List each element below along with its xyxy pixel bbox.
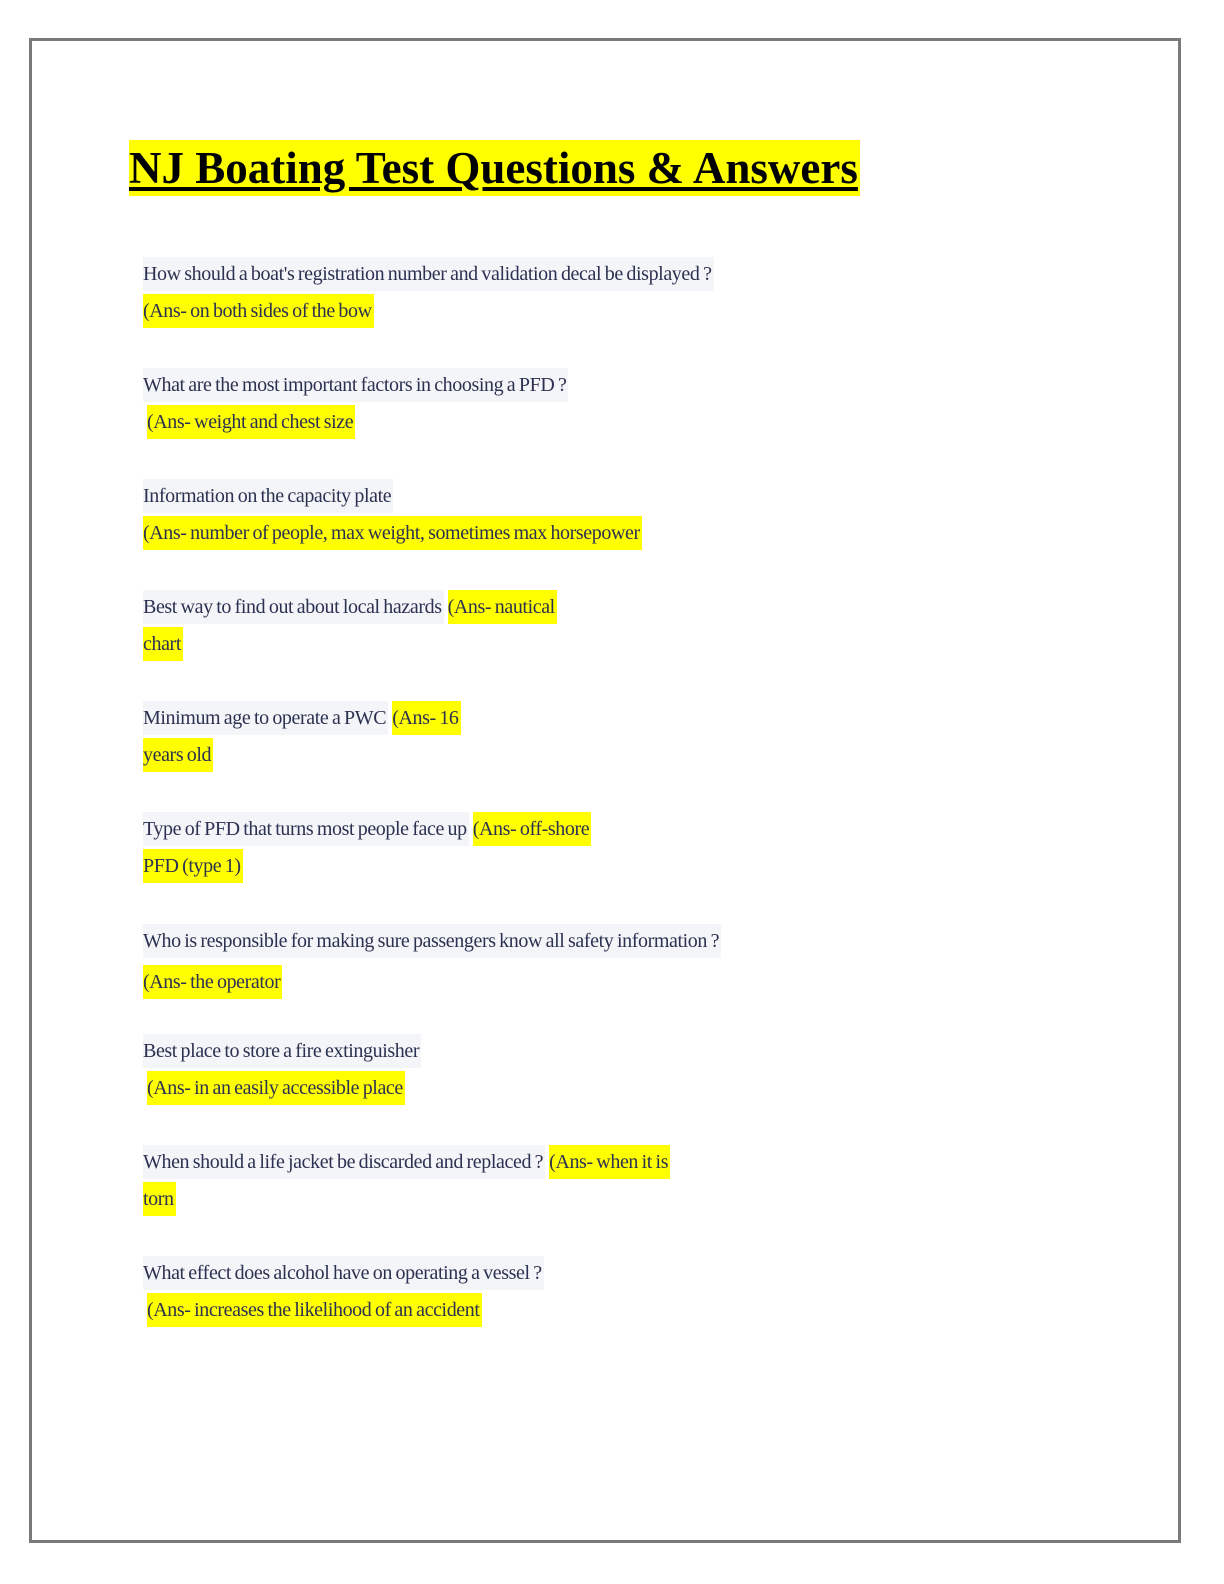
qa-item-1: How should a boat's registration number …: [143, 257, 714, 331]
qa-item-5: Minimum age to operate a PWC(Ans- 16 yea…: [143, 701, 461, 775]
answer-text: (Ans- on both sides of the bow: [143, 294, 374, 328]
qa-item-9: When should a life jacket be discarded a…: [143, 1145, 671, 1219]
qa-item-10: What effect does alcohol have on operati…: [143, 1256, 544, 1330]
question-text: Best place to store a fire extinguisher: [143, 1034, 422, 1068]
answer-text: (Ans- nautical: [447, 590, 557, 624]
question-text: Type of PFD that turns most people face …: [143, 812, 469, 846]
document-title: NJ Boating Test Questions & Answers: [129, 140, 860, 196]
answer-text: (Ans- weight and chest size: [147, 405, 356, 439]
question-text: What are the most important factors in c…: [143, 368, 569, 402]
answer-text: (Ans- off-shore: [472, 812, 592, 846]
answer-text: (Ans- the operator: [143, 965, 283, 999]
question-text: How should a boat's registration number …: [143, 257, 714, 291]
qa-item-2: What are the most important factors in c…: [143, 368, 569, 442]
qa-item-4: Best way to find out about local hazards…: [143, 590, 557, 664]
question-text: Who is responsible for making sure passe…: [143, 924, 722, 958]
qa-item-3: Information on the capacity plate (Ans- …: [143, 479, 642, 553]
answer-text: (Ans- number of people, max weight, some…: [143, 516, 642, 550]
answer-text: (Ans- 16: [392, 701, 461, 735]
qa-item-7: Who is responsible for making sure passe…: [143, 924, 722, 1002]
answer-text-continued: torn: [143, 1182, 176, 1216]
answer-text: (Ans- in an easily accessible place: [147, 1071, 405, 1105]
qa-item-6: Type of PFD that turns most people face …: [143, 812, 592, 886]
answer-text-continued: chart: [143, 627, 183, 661]
answer-text-continued: years old: [143, 738, 214, 772]
question-text: What effect does alcohol have on operati…: [143, 1256, 544, 1290]
question-text: Minimum age to operate a PWC: [143, 701, 389, 735]
question-text: Information on the capacity plate: [143, 479, 394, 513]
answer-text-continued: PFD (type 1): [143, 849, 243, 883]
answer-text: (Ans- when it is: [549, 1145, 671, 1179]
answer-text: (Ans- increases the likelihood of an acc…: [147, 1293, 482, 1327]
qa-item-8: Best place to store a fire extinguisher …: [143, 1034, 422, 1108]
question-text: Best way to find out about local hazards: [143, 590, 444, 624]
question-text: When should a life jacket be discarded a…: [143, 1145, 546, 1179]
